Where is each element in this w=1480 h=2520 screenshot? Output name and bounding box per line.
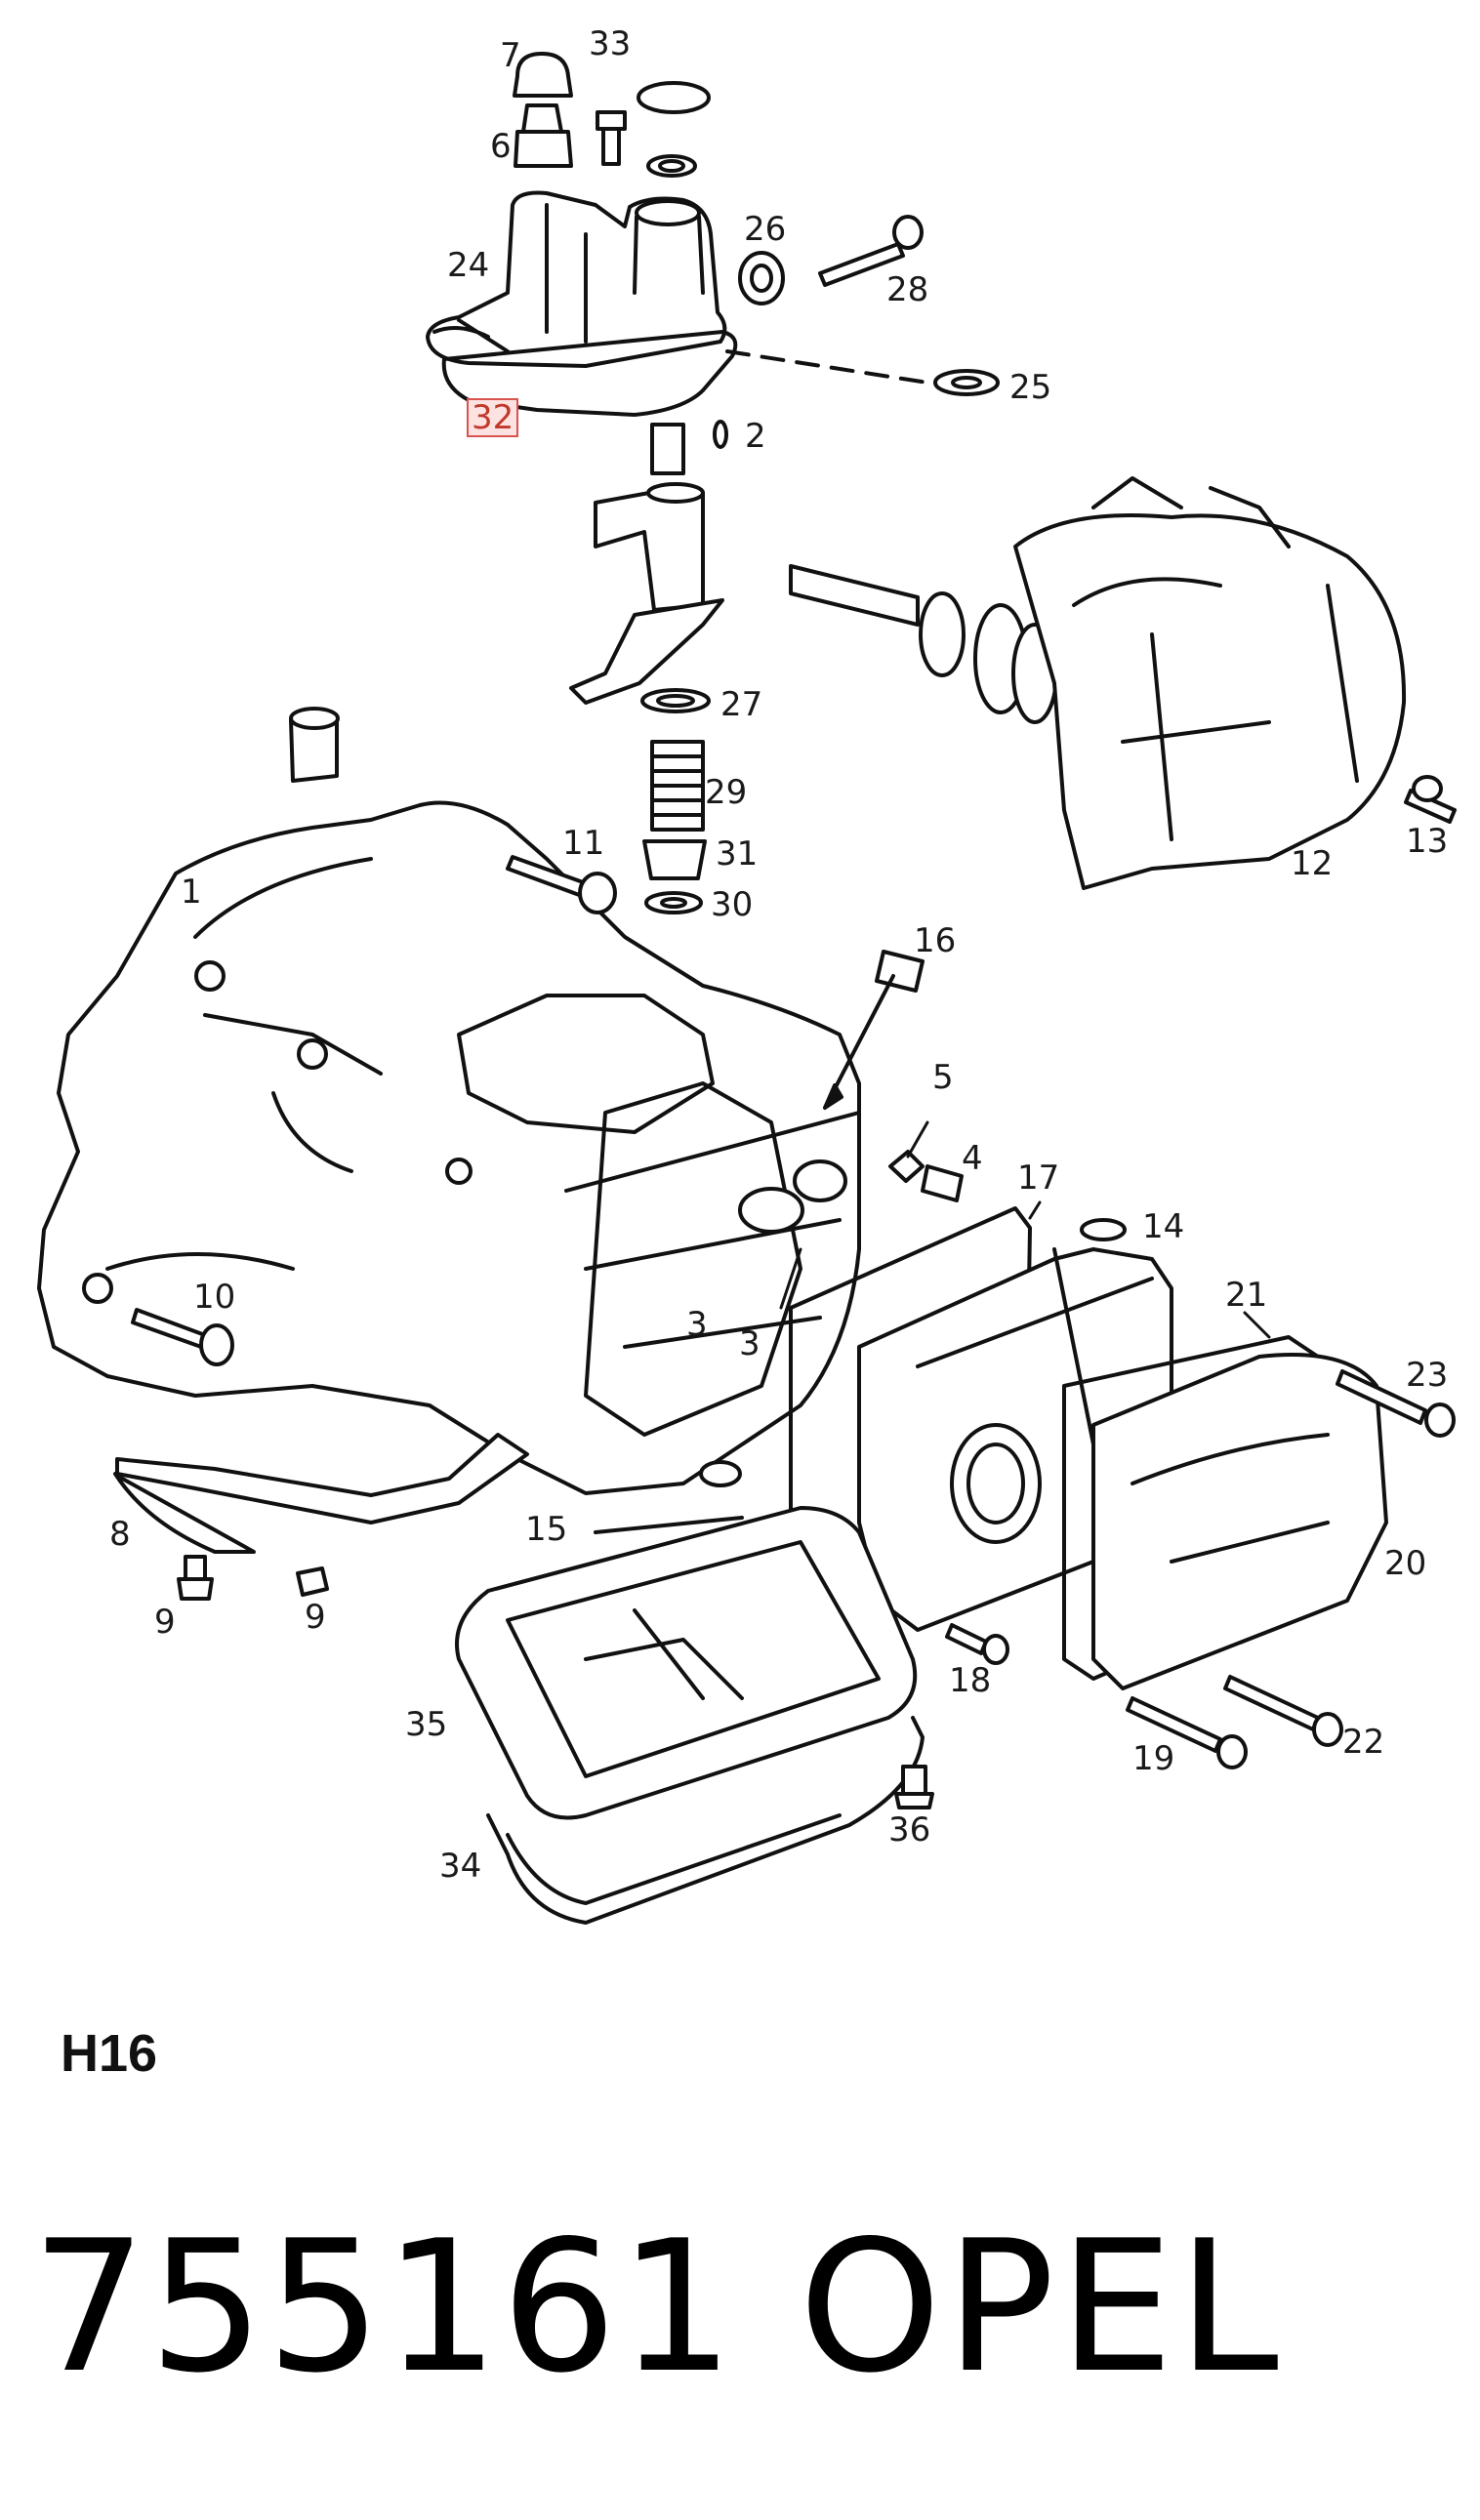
callout-28: 28: [886, 270, 929, 309]
callout-20: 20: [1384, 1544, 1427, 1583]
callout-33: 33: [589, 24, 632, 63]
variant-label: H16: [61, 2024, 158, 2083]
callout-22: 22: [1342, 1723, 1385, 1762]
callout-12: 12: [1291, 844, 1334, 883]
callout-16: 16: [914, 921, 957, 960]
callout-19: 19: [1132, 1739, 1175, 1778]
callout-9-b: 9: [305, 1598, 326, 1637]
shift-cover-assembly: [426, 52, 1000, 915]
oil-pan-assembly: [113, 1433, 934, 1925]
callout-25: 25: [1009, 368, 1052, 407]
callout-18: 18: [949, 1661, 992, 1700]
callout-30: 30: [711, 885, 754, 924]
callout-35: 35: [405, 1705, 448, 1744]
callout-3-b: 3: [739, 1324, 761, 1363]
leader-lines: [779, 1120, 1271, 1339]
callout-9-a: 9: [154, 1603, 176, 1642]
callout-34: 34: [439, 1847, 482, 1886]
gear-assembly: [789, 476, 1457, 890]
part-number: 755161: [31, 2201, 737, 2413]
callout-21: 21: [1225, 1276, 1268, 1315]
callout-23: 23: [1406, 1356, 1449, 1395]
callout-7: 7: [500, 36, 521, 75]
callout-29: 29: [705, 773, 748, 812]
callout-5: 5: [932, 1058, 954, 1097]
callout-36: 36: [888, 1810, 931, 1849]
callout-27: 27: [720, 685, 763, 724]
callout-3-a: 3: [686, 1305, 708, 1344]
callout-1: 1: [181, 873, 202, 912]
main-housing: [37, 707, 964, 1495]
callout-8: 8: [109, 1515, 131, 1554]
callout-24: 24: [447, 246, 490, 285]
brand-name: OPEL: [799, 2201, 1283, 2413]
callout-15: 15: [525, 1510, 568, 1549]
callout-31: 31: [716, 834, 759, 874]
callout-10: 10: [193, 1278, 236, 1317]
callout-2: 2: [745, 417, 766, 456]
callout-32-highlighted[interactable]: 32: [467, 398, 519, 437]
callout-17: 17: [1017, 1158, 1060, 1198]
callout-11: 11: [562, 824, 605, 863]
callout-6: 6: [490, 127, 512, 166]
callout-14: 14: [1142, 1207, 1185, 1246]
callout-13: 13: [1406, 822, 1449, 861]
rear-housing: [789, 1206, 1456, 1769]
callout-26: 26: [744, 210, 787, 249]
callout-4: 4: [962, 1139, 983, 1178]
